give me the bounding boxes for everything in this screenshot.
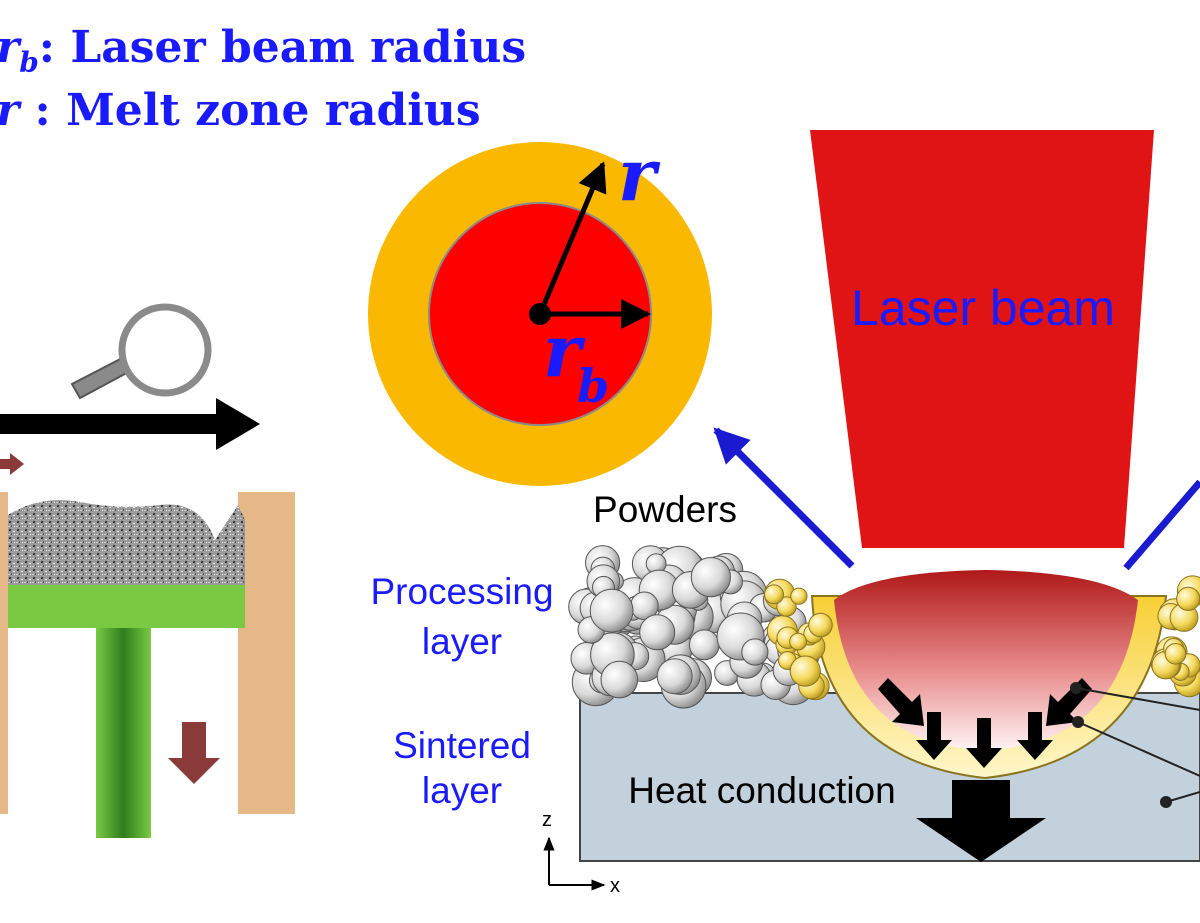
heat-conduction-label: Heat conduction bbox=[628, 770, 895, 811]
partial-melt-particle bbox=[808, 612, 833, 638]
partial-melt-particle bbox=[764, 584, 784, 605]
laser-beam bbox=[810, 130, 1154, 548]
powder-bed-machine bbox=[0, 303, 295, 838]
processing-layer-label-1: Processing bbox=[370, 571, 553, 612]
sintered-layer-label-1: Sintered bbox=[393, 725, 531, 766]
powder-particle bbox=[589, 588, 634, 633]
powder-particle bbox=[688, 629, 720, 661]
zoom-arrow-left bbox=[713, 427, 855, 569]
left-wall bbox=[0, 492, 8, 814]
powder-particle bbox=[741, 638, 769, 666]
partial-melt-particle bbox=[789, 655, 821, 687]
powder-particle bbox=[639, 614, 676, 651]
processing-layer-label-2: layer bbox=[422, 621, 502, 662]
scan-direction-arrow bbox=[0, 398, 260, 450]
build-platform bbox=[8, 585, 245, 628]
laser-beam-label: Laser beam bbox=[851, 280, 1115, 336]
powder-in-bed bbox=[8, 500, 245, 585]
powder-particle bbox=[656, 658, 693, 695]
axis-x-label: x bbox=[610, 875, 620, 897]
right-wall bbox=[238, 492, 295, 814]
partial-melt-particle bbox=[789, 632, 807, 651]
platform-down-arrow-icon bbox=[168, 722, 220, 784]
partial-melt-particle bbox=[1164, 643, 1187, 665]
coordinate-axes: z x bbox=[542, 809, 620, 897]
circle-center-dot bbox=[529, 303, 551, 325]
legend-melt-radius: r : Melt zone radius bbox=[0, 85, 481, 136]
magnifier-icon bbox=[70, 303, 212, 400]
melt-radius-arrow bbox=[537, 161, 607, 315]
recoater-arrow-icon bbox=[0, 453, 24, 475]
powders-label: Powders bbox=[593, 489, 737, 530]
powder-particle bbox=[690, 557, 732, 598]
powder-particle bbox=[600, 660, 639, 699]
zoom-arrow-right bbox=[1123, 479, 1200, 571]
partial-melt-particle bbox=[790, 587, 808, 605]
cross-section bbox=[568, 545, 1200, 862]
heat-conduction-arrow bbox=[916, 780, 1046, 862]
partial-melt-particle bbox=[776, 596, 797, 617]
partial-melt-particles bbox=[764, 575, 1200, 701]
platform-stem bbox=[96, 628, 151, 838]
powder-particles bbox=[568, 545, 820, 709]
melt-radius-label: r bbox=[618, 132, 661, 217]
beam-radius-label: rb bbox=[543, 308, 609, 413]
heat-arrows bbox=[878, 678, 1092, 768]
radius-circles: r rb bbox=[368, 132, 712, 486]
partial-melt-particle bbox=[1176, 586, 1200, 611]
axis-z-label: z bbox=[542, 809, 552, 831]
legend-beam-radius: rb: Laser beam radius bbox=[0, 22, 526, 79]
sintered-layer-label-2: layer bbox=[422, 770, 502, 811]
